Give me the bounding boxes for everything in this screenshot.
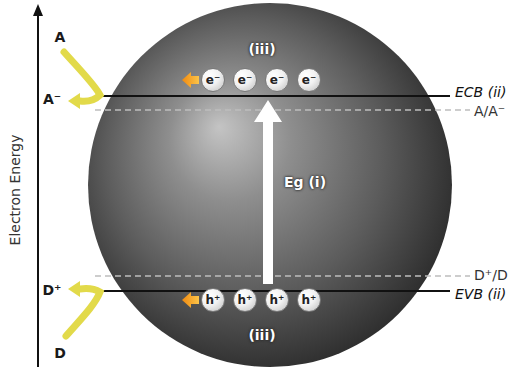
reduction-arrow xyxy=(64,52,100,101)
energy-axis xyxy=(37,14,39,367)
electron-circle: e⁻ xyxy=(297,68,321,92)
transfer-arrow xyxy=(182,292,199,308)
carrier-symbol: h⁺ xyxy=(238,294,253,306)
electron-circle: e⁻ xyxy=(201,68,225,92)
reduction-arrowhead xyxy=(68,93,80,109)
band-gap-label: Eg (i) xyxy=(284,175,326,190)
axis-title: Electron Energy xyxy=(8,135,23,246)
carrier-symbol: h⁺ xyxy=(302,294,317,306)
species-label: A⁻ xyxy=(43,92,61,107)
callout-number: (iii) xyxy=(248,42,275,57)
semiconductor-particle xyxy=(88,3,452,367)
hole-circle: h⁺ xyxy=(265,288,289,312)
band-edge-label: EVB (ii) xyxy=(455,287,506,302)
acceptor-level xyxy=(95,109,470,111)
transfer-arrow xyxy=(182,72,199,88)
conduction-band-edge xyxy=(100,95,450,97)
axis-arrowhead xyxy=(33,4,43,16)
band-edge-label: ECB (ii) xyxy=(455,85,506,100)
oxidation-arrow xyxy=(66,289,100,336)
callout-number: (iii) xyxy=(248,328,275,343)
carrier-symbol: e⁻ xyxy=(238,74,252,86)
electron-circle: e⁻ xyxy=(233,68,257,92)
oxidation-arrowhead xyxy=(68,281,80,297)
band-gap-arrow xyxy=(254,100,282,284)
electron-circle: e⁻ xyxy=(265,68,289,92)
redox-level-label: D⁺/D xyxy=(474,268,508,283)
carrier-symbol: e⁻ xyxy=(206,74,220,86)
species-label: D⁺ xyxy=(42,283,61,298)
species-label: A xyxy=(55,30,66,45)
carrier-symbol: h⁺ xyxy=(206,294,221,306)
carrier-symbol: h⁺ xyxy=(270,294,285,306)
carrier-symbol: e⁻ xyxy=(270,74,284,86)
species-label: D xyxy=(54,346,66,361)
carrier-symbol: e⁻ xyxy=(302,74,316,86)
hole-circle: h⁺ xyxy=(297,288,321,312)
donor-level xyxy=(95,275,470,277)
redox-level-label: A/A⁻ xyxy=(474,104,505,119)
hole-circle: h⁺ xyxy=(233,288,257,312)
hole-circle: h⁺ xyxy=(201,288,225,312)
